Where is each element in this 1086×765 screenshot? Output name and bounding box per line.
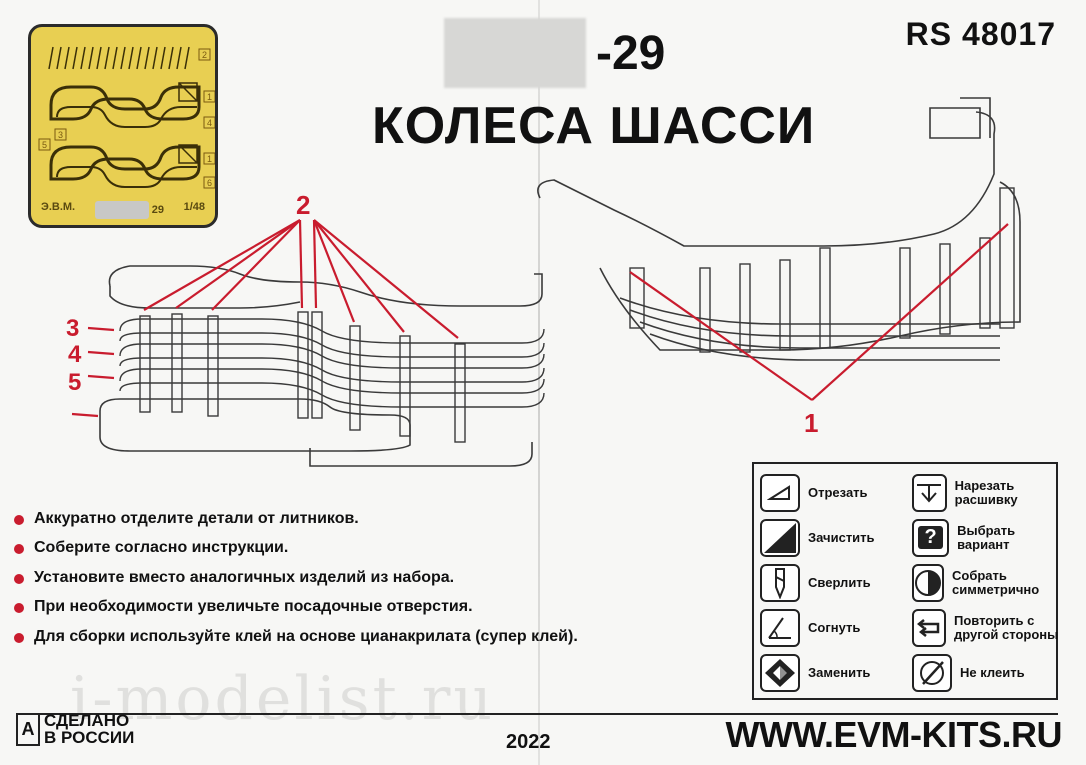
assembly-diagram-right: 1 xyxy=(537,97,1021,438)
legend-item: Не клеить xyxy=(912,650,1062,695)
fret-label-right: 1/48 xyxy=(183,201,205,213)
list-item: Соберите согласно инструкции. xyxy=(14,539,714,557)
fret-parts-drawing: 2 1 4 5 3 1 6 xyxy=(38,46,215,189)
callout-1: 1 xyxy=(804,408,818,438)
fret-label-left: Э.В.М. xyxy=(41,201,76,213)
svg-text:3: 3 xyxy=(58,130,63,140)
svg-text:2: 2 xyxy=(202,50,207,60)
legend-column-right: Нарезать расшивку ? Выбрать вариант Собр… xyxy=(912,470,1062,695)
censored-model-name xyxy=(444,18,586,88)
footer-divider xyxy=(20,713,1058,715)
made-in-russia-logo: A СДЕЛАНО В РОССИИ xyxy=(16,711,135,747)
assembly-diagram-left: 2 3 4 5 6 xyxy=(66,190,545,467)
callout-4: 4 xyxy=(68,341,82,368)
drill-icon xyxy=(760,563,800,602)
bullet-icon xyxy=(14,515,24,525)
fret-censored-box xyxy=(94,201,149,219)
svg-text:6: 6 xyxy=(207,178,212,188)
no-glue-icon xyxy=(912,653,952,692)
legend-item: Нарезать расшивку xyxy=(912,470,1062,515)
replace-icon xyxy=(760,653,800,692)
legend-item: Повторить с другой стороны xyxy=(912,605,1062,650)
bend-icon xyxy=(760,608,800,647)
sand-icon xyxy=(760,518,800,557)
legend-item: Зачистить xyxy=(760,515,910,560)
website-url[interactable]: WWW.EVM-KITS.RU xyxy=(725,714,1063,755)
svg-text:4: 4 xyxy=(207,118,212,128)
callout-3: 3 xyxy=(66,315,79,342)
bullet-icon xyxy=(14,544,24,555)
list-item: Установите вместо аналогичных изделий из… xyxy=(14,569,714,587)
callout-2: 2 xyxy=(296,190,310,220)
watermark: i-modelist.ru xyxy=(70,664,496,734)
legend-item: Заменить xyxy=(760,650,910,695)
made-in-line1: СДЕЛАНО xyxy=(44,711,130,731)
legend-item: Согнуть xyxy=(760,605,910,650)
svg-text:5: 5 xyxy=(42,140,47,150)
choose-icon: ? xyxy=(912,518,950,557)
legend-item: ? Выбрать вариант xyxy=(912,515,1062,560)
model-title: -29 xyxy=(444,18,665,88)
model-number: -29 xyxy=(596,26,666,80)
legend-item: Собрать симметрично xyxy=(912,560,1062,605)
bullet-icon xyxy=(14,603,24,614)
symbols-legend: Отрезать Зачистить Сверлить Согнуть Заме… xyxy=(752,462,1058,700)
list-item: Аккуратно отделите детали от литников. xyxy=(14,510,714,528)
list-item: Для сборки используйте клей на основе ци… xyxy=(14,628,714,646)
repeat-icon xyxy=(912,608,946,647)
list-item: При необходимости увеличьте посадочные о… xyxy=(14,598,714,616)
made-in-line2: В РОССИИ xyxy=(44,727,135,747)
instructions-list: Аккуратно отделите детали от литников. С… xyxy=(14,510,714,657)
scribe-icon xyxy=(912,473,947,512)
kit-code: RS 48017 xyxy=(905,16,1056,52)
bullet-icon xyxy=(14,573,24,584)
page-title: КОЛЕСА ШАССИ xyxy=(372,97,816,155)
fret-label-mid: 29 xyxy=(151,203,164,216)
legend-item: Отрезать xyxy=(760,470,910,515)
year: 2022 xyxy=(506,731,551,753)
cut-icon xyxy=(760,473,800,512)
photo-etch-fret: 2 1 4 5 3 1 6 Э.В.М. 29 1/48 xyxy=(28,24,218,228)
fold-line xyxy=(538,0,540,765)
legend-item: Сверлить xyxy=(760,560,910,605)
symmetric-icon xyxy=(912,563,944,602)
bullet-icon xyxy=(14,632,24,643)
fret-inscription: Э.В.М. 29 1/48 xyxy=(41,201,205,219)
svg-text:1: 1 xyxy=(207,92,212,102)
callout-5: 5 xyxy=(68,369,81,396)
legend-column-left: Отрезать Зачистить Сверлить Согнуть Заме… xyxy=(760,470,910,695)
russia-logo-icon: A xyxy=(16,713,40,746)
svg-text:1: 1 xyxy=(207,154,212,164)
